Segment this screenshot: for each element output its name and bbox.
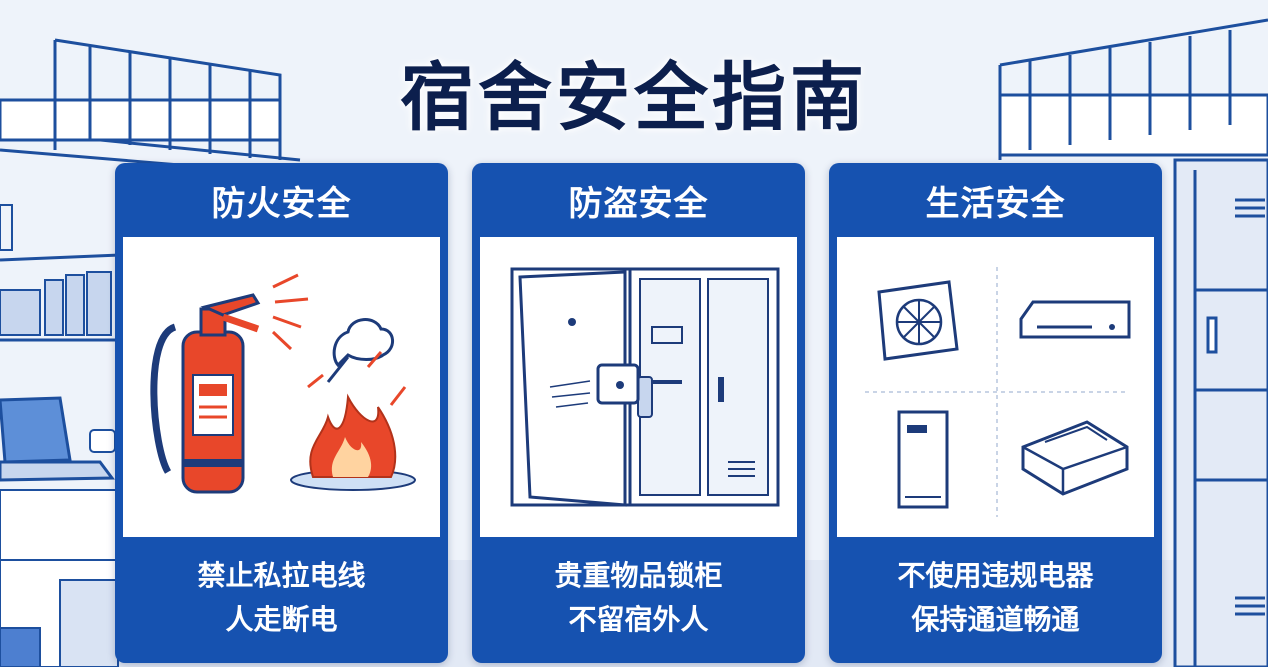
caption-line-1: 禁止私拉电线 (197, 559, 366, 592)
caption-line-2: 人走断电 (225, 603, 338, 636)
anti-theft-card: 防盗安全 (472, 163, 805, 663)
card-header: 防火安全 (211, 183, 352, 224)
fire-safety-card: 防火安全 (115, 163, 448, 663)
locker-icon (628, 267, 780, 507)
caption-line-1: 贵重物品锁柜 (554, 559, 723, 592)
card-illustration (123, 237, 440, 537)
caption-line-1: 不使用违规电器 (897, 559, 1094, 592)
caption-line-2: 不留宿外人 (568, 603, 709, 636)
fire-extinguisher-icon (150, 273, 309, 494)
card-caption: 禁止私拉电线 人走断电 (115, 543, 448, 653)
cooker-icon (1019, 300, 1131, 339)
life-safety-card: 生活安全 (829, 163, 1162, 663)
appliance-icon (897, 410, 949, 509)
door-icon (510, 267, 632, 507)
box-icon (1021, 420, 1129, 496)
card-header: 生活安全 (925, 183, 1066, 224)
caption-line-2: 保持通道畅通 (911, 603, 1080, 636)
card-caption: 不使用违规电器 保持通道畅通 (829, 543, 1162, 653)
card-illustration (837, 237, 1154, 537)
heater-icon (877, 280, 959, 361)
page-title: 宿舍安全指南 (400, 55, 868, 141)
fire-icon (290, 318, 416, 491)
card-caption: 贵重物品锁柜 不留宿外人 (472, 543, 805, 653)
card-illustration (480, 237, 797, 537)
card-header: 防盗安全 (568, 183, 709, 224)
lock-icon (549, 363, 682, 418)
